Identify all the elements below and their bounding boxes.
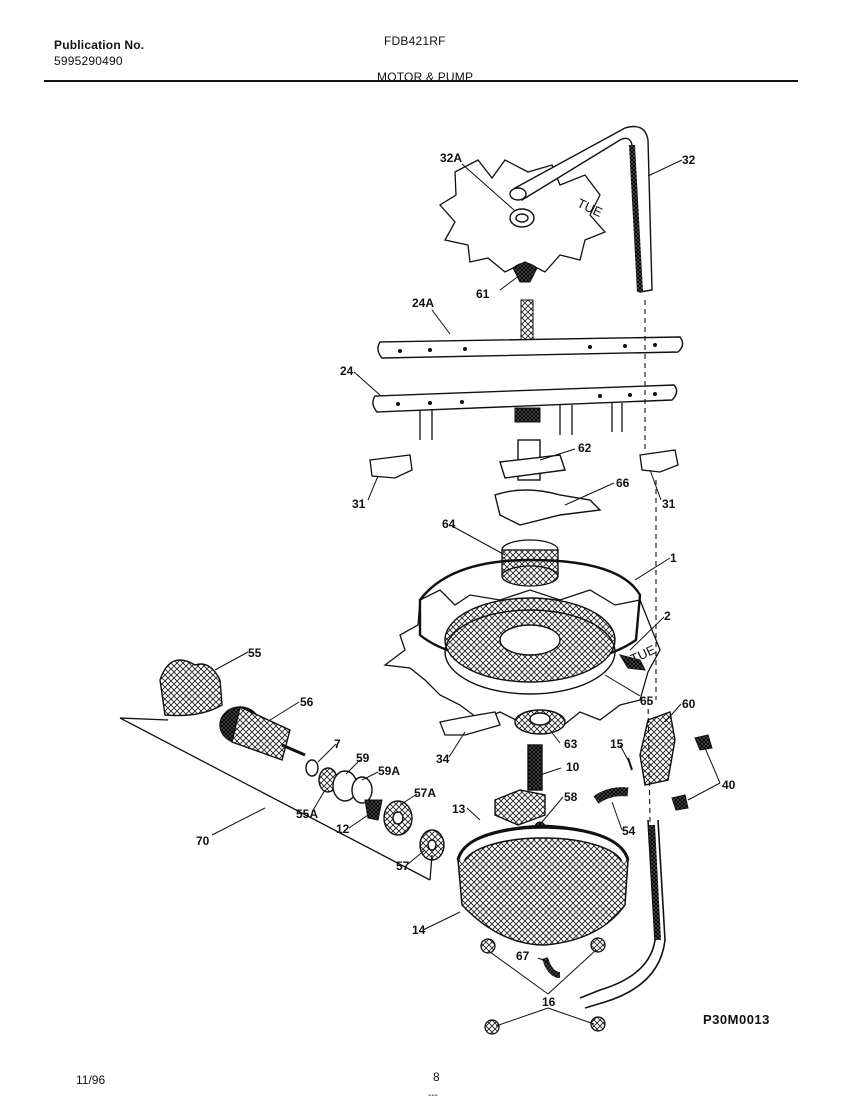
tub-cutaway-upper xyxy=(439,159,607,273)
lower-spray-arm xyxy=(372,384,678,413)
callout-2: 2 xyxy=(664,609,671,623)
callout-31-right: 31 xyxy=(662,497,676,511)
callout-12: 12 xyxy=(336,822,350,836)
deflector xyxy=(494,489,602,526)
clip xyxy=(627,757,633,771)
publication-label: Publication No. xyxy=(54,38,145,52)
header-rule xyxy=(44,80,798,82)
callout-1: 1 xyxy=(670,551,677,565)
motor-assembly-bracket xyxy=(119,717,433,881)
footer-date: 11/96 xyxy=(76,1073,106,1087)
impeller xyxy=(364,799,383,821)
callout-67: 67 xyxy=(516,949,530,963)
callout-66: 66 xyxy=(616,476,630,490)
screw-40b xyxy=(671,794,689,811)
callout-57A: 57A xyxy=(414,786,436,800)
nut-16a xyxy=(480,938,496,954)
fine-filter xyxy=(501,539,559,587)
callout-57: 57 xyxy=(396,859,410,873)
callout-55: 55 xyxy=(248,646,262,660)
inlet-hose xyxy=(593,787,629,804)
footer-dash: --- xyxy=(428,1090,438,1101)
motor-cover xyxy=(159,659,223,717)
nut-16d xyxy=(590,1016,606,1032)
callout-32: 32 xyxy=(682,153,696,167)
tub-cutaway-lower xyxy=(383,589,661,729)
screw-40a xyxy=(694,734,713,751)
filter-screw xyxy=(618,654,646,671)
seal-59A xyxy=(351,776,373,804)
motor xyxy=(219,706,306,761)
callout-24: 24 xyxy=(340,364,354,378)
callout-59A: 59A xyxy=(378,764,400,778)
washer-7 xyxy=(305,759,319,777)
callout-16: 16 xyxy=(542,995,556,1009)
callout-56: 56 xyxy=(300,695,314,709)
callout-32A: 32A xyxy=(440,151,462,165)
callout-65: 65 xyxy=(640,694,654,708)
spray-arm-nut xyxy=(512,262,538,283)
callout-10: 10 xyxy=(566,760,580,774)
callout-62: 62 xyxy=(578,441,592,455)
callout-14: 14 xyxy=(412,923,426,937)
callout-63: 63 xyxy=(564,737,578,751)
bracket-left xyxy=(369,454,413,479)
callout-34: 34 xyxy=(436,752,450,766)
drain-hose xyxy=(579,819,656,999)
pump-housing xyxy=(494,744,546,826)
callout-60: 60 xyxy=(682,697,696,711)
callout-64: 64 xyxy=(442,517,456,531)
callout-31-left: 31 xyxy=(352,497,366,511)
publication-number: 5995290490 xyxy=(54,54,123,68)
callout-61: 61 xyxy=(476,287,490,301)
callout-24A: 24A xyxy=(412,296,434,310)
nut-16c xyxy=(484,1019,500,1035)
arm-spring xyxy=(514,407,541,423)
callout-58: 58 xyxy=(564,790,578,804)
page-number: 8 xyxy=(433,1070,440,1084)
spray-arm-support xyxy=(499,439,566,481)
bracket-right xyxy=(639,449,679,473)
callout-7: 7 xyxy=(334,737,341,751)
tub-label-upper: TUE xyxy=(575,195,605,220)
hose-clamp xyxy=(542,957,561,978)
alignment-line xyxy=(644,300,657,823)
pump-cover xyxy=(514,709,566,735)
model-number: FDB421RF xyxy=(384,34,446,48)
spray-arm-spindle xyxy=(520,299,534,343)
callout-40: 40 xyxy=(722,778,736,792)
callout-15: 15 xyxy=(610,737,624,751)
nut-16b xyxy=(590,937,606,953)
upper-spray-arm xyxy=(377,336,684,359)
callout-54: 54 xyxy=(622,824,636,838)
spray-tube xyxy=(509,125,653,293)
mounting-plate xyxy=(439,711,501,736)
coarse-filter xyxy=(444,597,616,695)
drawing-code: P30M0013 xyxy=(703,1012,770,1027)
sump-gasket xyxy=(456,824,630,861)
callout-59: 59 xyxy=(356,751,370,765)
sump xyxy=(457,827,629,946)
inlet-valve xyxy=(639,711,676,786)
callout-55A: 55A xyxy=(296,807,318,821)
callout-13: 13 xyxy=(452,802,466,816)
callout-70: 70 xyxy=(196,834,210,848)
tube-seal xyxy=(509,208,535,228)
